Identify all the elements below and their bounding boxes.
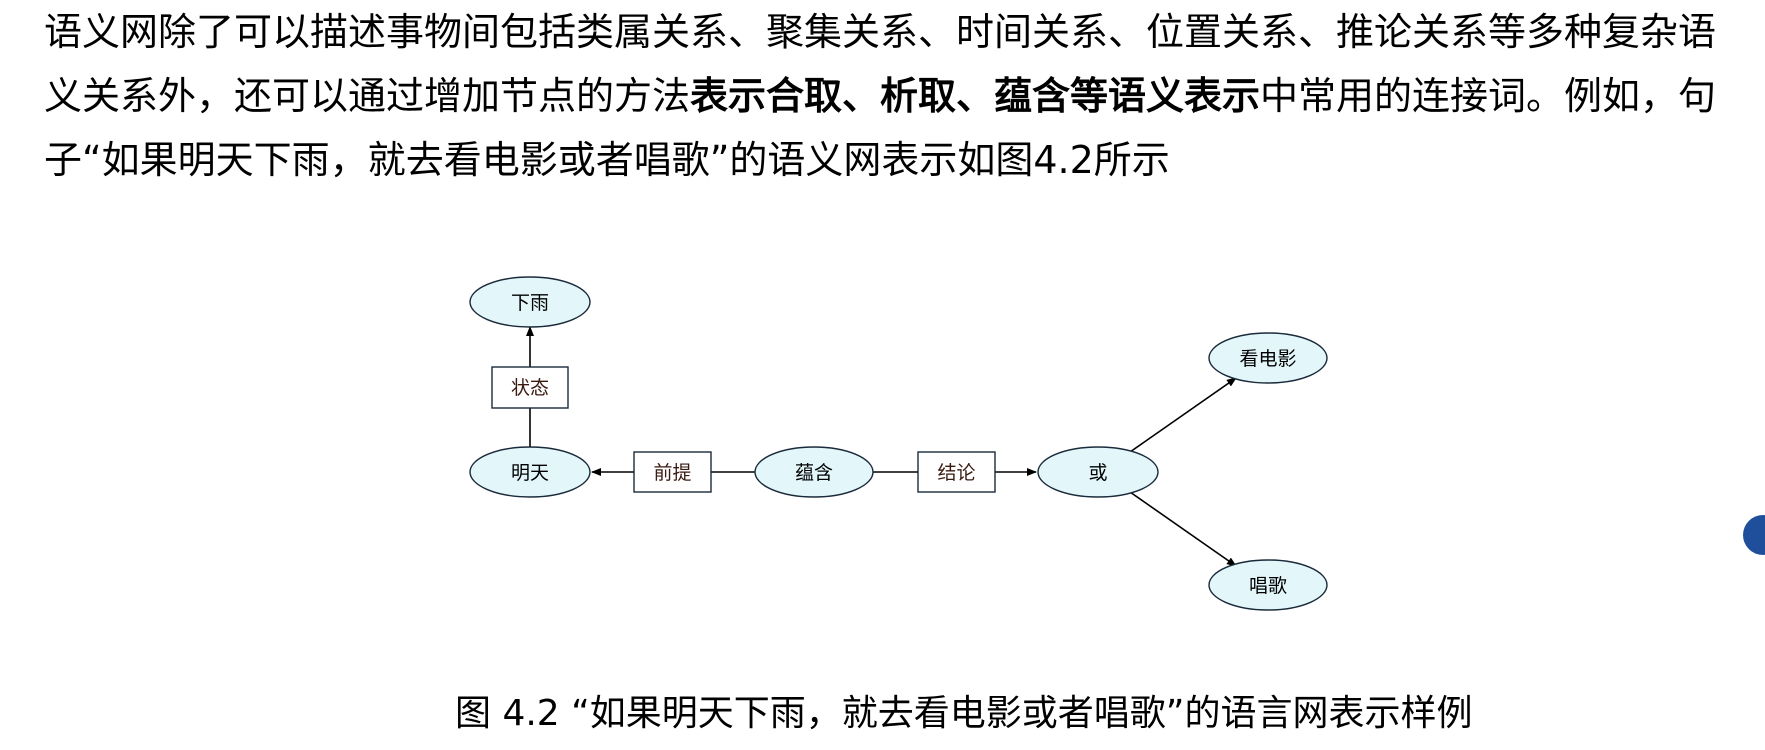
relation-zhuangtai: 状态 bbox=[491, 366, 569, 409]
relation-zhuangtai-label: 状态 bbox=[511, 377, 549, 399]
relation-jielun: 结论 bbox=[917, 451, 996, 493]
node-yunhan: 蕴含 bbox=[754, 446, 874, 498]
node-changge-label: 唱歌 bbox=[1249, 575, 1287, 597]
edge-huo-kandianying bbox=[1129, 377, 1237, 453]
intro-text-1: 语义网除了可以描述事物间包括类属关系、聚集关系、时间关系、位置关系、推论关系等多… bbox=[44, 10, 1717, 118]
intro-paragraph: 语义网除了可以描述事物间包括类属关系、聚集关系、时间关系、位置关系、推论关系等多… bbox=[44, 0, 1734, 192]
node-mingtian-label: 明天 bbox=[511, 462, 549, 484]
edge-huo-changge bbox=[1129, 491, 1237, 567]
relation-qianti: 前提 bbox=[633, 451, 712, 493]
intro-text-2: 中常用的连接词。例如，句子“如果明天下雨，就去看电影或者唱歌”的语义网表示如图4… bbox=[44, 74, 1717, 182]
node-changge: 唱歌 bbox=[1208, 559, 1328, 611]
node-yunhan-label: 蕴含 bbox=[795, 462, 833, 484]
relation-qianti-label: 前提 bbox=[653, 462, 691, 484]
node-kandianying-label: 看电影 bbox=[1239, 348, 1296, 370]
node-xiayu: 下雨 bbox=[469, 276, 591, 328]
node-huo: 或 bbox=[1037, 446, 1159, 498]
figure-caption: 图 4.2 “如果明天下雨，就去看电影或者唱歌”的语言网表示样例 bbox=[455, 693, 1473, 734]
edges bbox=[526, 326, 1237, 567]
node-xiayu-label: 下雨 bbox=[511, 292, 549, 314]
node-mingtian: 明天 bbox=[469, 446, 591, 498]
node-huo-label: 或 bbox=[1088, 462, 1107, 484]
intro-text-bold: 表示合取、析取、蕴含等语义表示 bbox=[690, 74, 1261, 118]
relation-jielun-label: 结论 bbox=[937, 462, 975, 484]
slide-corner-decoration bbox=[1743, 515, 1765, 555]
node-kandianying: 看电影 bbox=[1208, 332, 1328, 384]
